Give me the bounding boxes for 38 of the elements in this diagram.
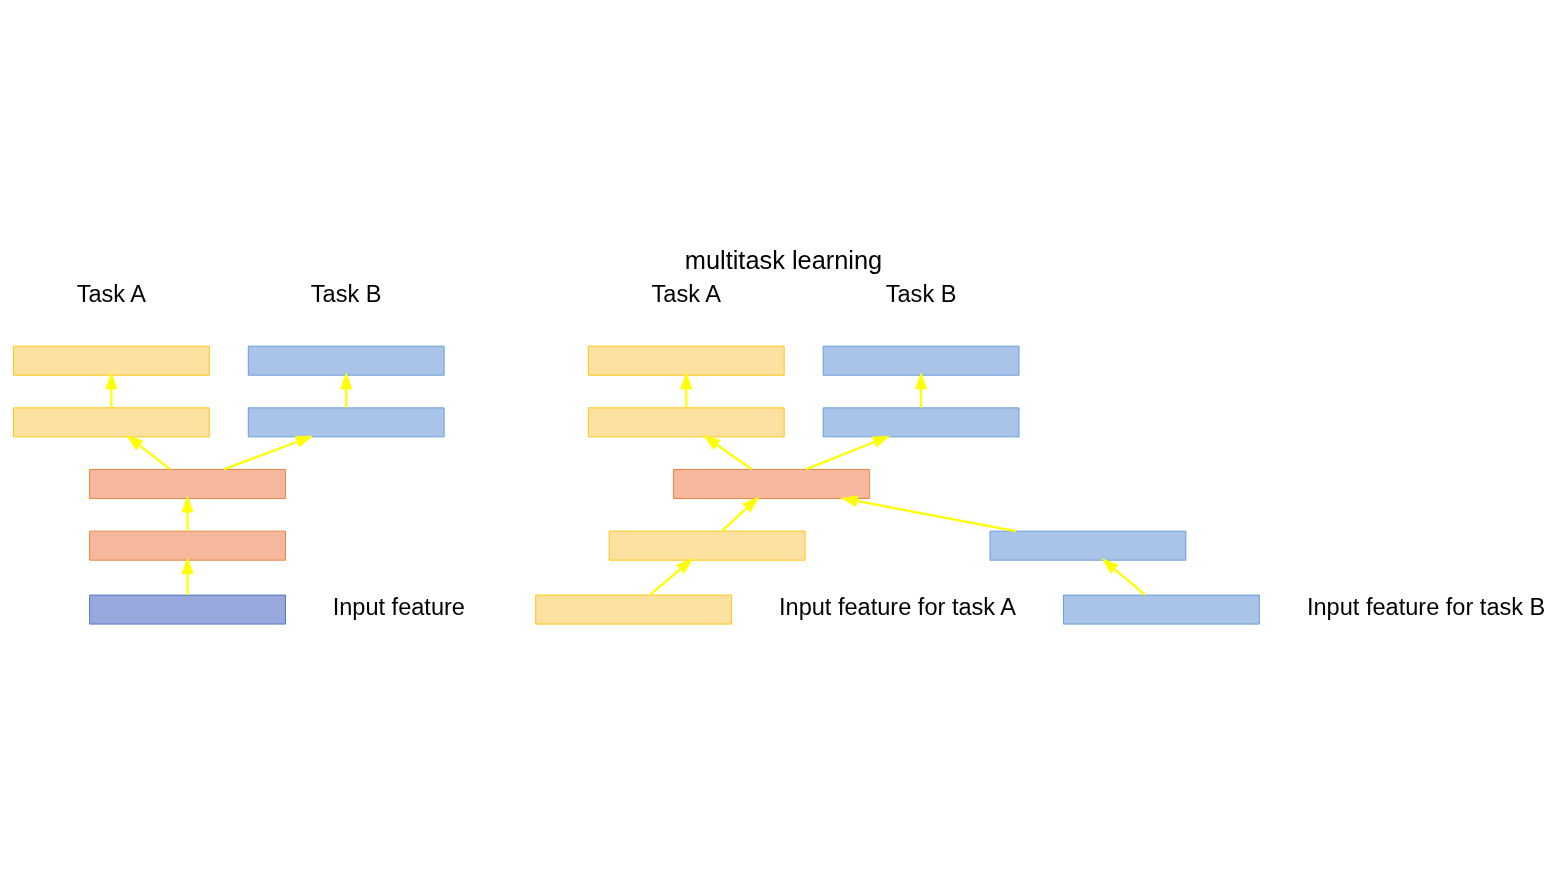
arrow: [805, 435, 891, 471]
node-label: Task A: [76, 281, 147, 308]
node-label: Task A: [651, 281, 721, 308]
node-label: Task B: [885, 281, 957, 308]
arrow: [181, 556, 194, 595]
node-bar: [535, 594, 733, 625]
arrow: [649, 558, 694, 596]
node-label: Input feature for task B: [1306, 594, 1546, 621]
node-bar: [673, 469, 870, 499]
node-label: Task B: [310, 281, 382, 308]
node-bar: [608, 530, 806, 561]
node-bar: [12, 345, 210, 376]
node-label: Input feature: [332, 594, 465, 621]
node-bar: [822, 407, 1020, 438]
arrow: [223, 435, 314, 471]
arrow: [915, 371, 928, 408]
node-bar: [12, 407, 210, 438]
node-bar: [1063, 594, 1260, 625]
arrow: [181, 495, 194, 531]
node-bar: [247, 345, 445, 376]
diagram-title: multitask learning: [684, 245, 883, 274]
arrow: [721, 496, 760, 532]
arrow: [105, 371, 118, 408]
node-bar: [989, 530, 1187, 561]
node-bar: [247, 407, 445, 438]
arrow: [126, 434, 171, 471]
node-bar: [587, 407, 785, 438]
arrow: [703, 435, 753, 471]
node-bar: [89, 594, 286, 625]
arrow: [680, 371, 693, 408]
node-label: Input feature for task A: [778, 594, 1017, 621]
arrow: [840, 495, 1016, 533]
node-bar: [89, 469, 286, 499]
node-bar: [587, 345, 785, 376]
node-bar: [822, 345, 1020, 376]
arrow: [340, 371, 353, 408]
arrow: [1101, 558, 1146, 596]
node-bar: [89, 530, 286, 561]
